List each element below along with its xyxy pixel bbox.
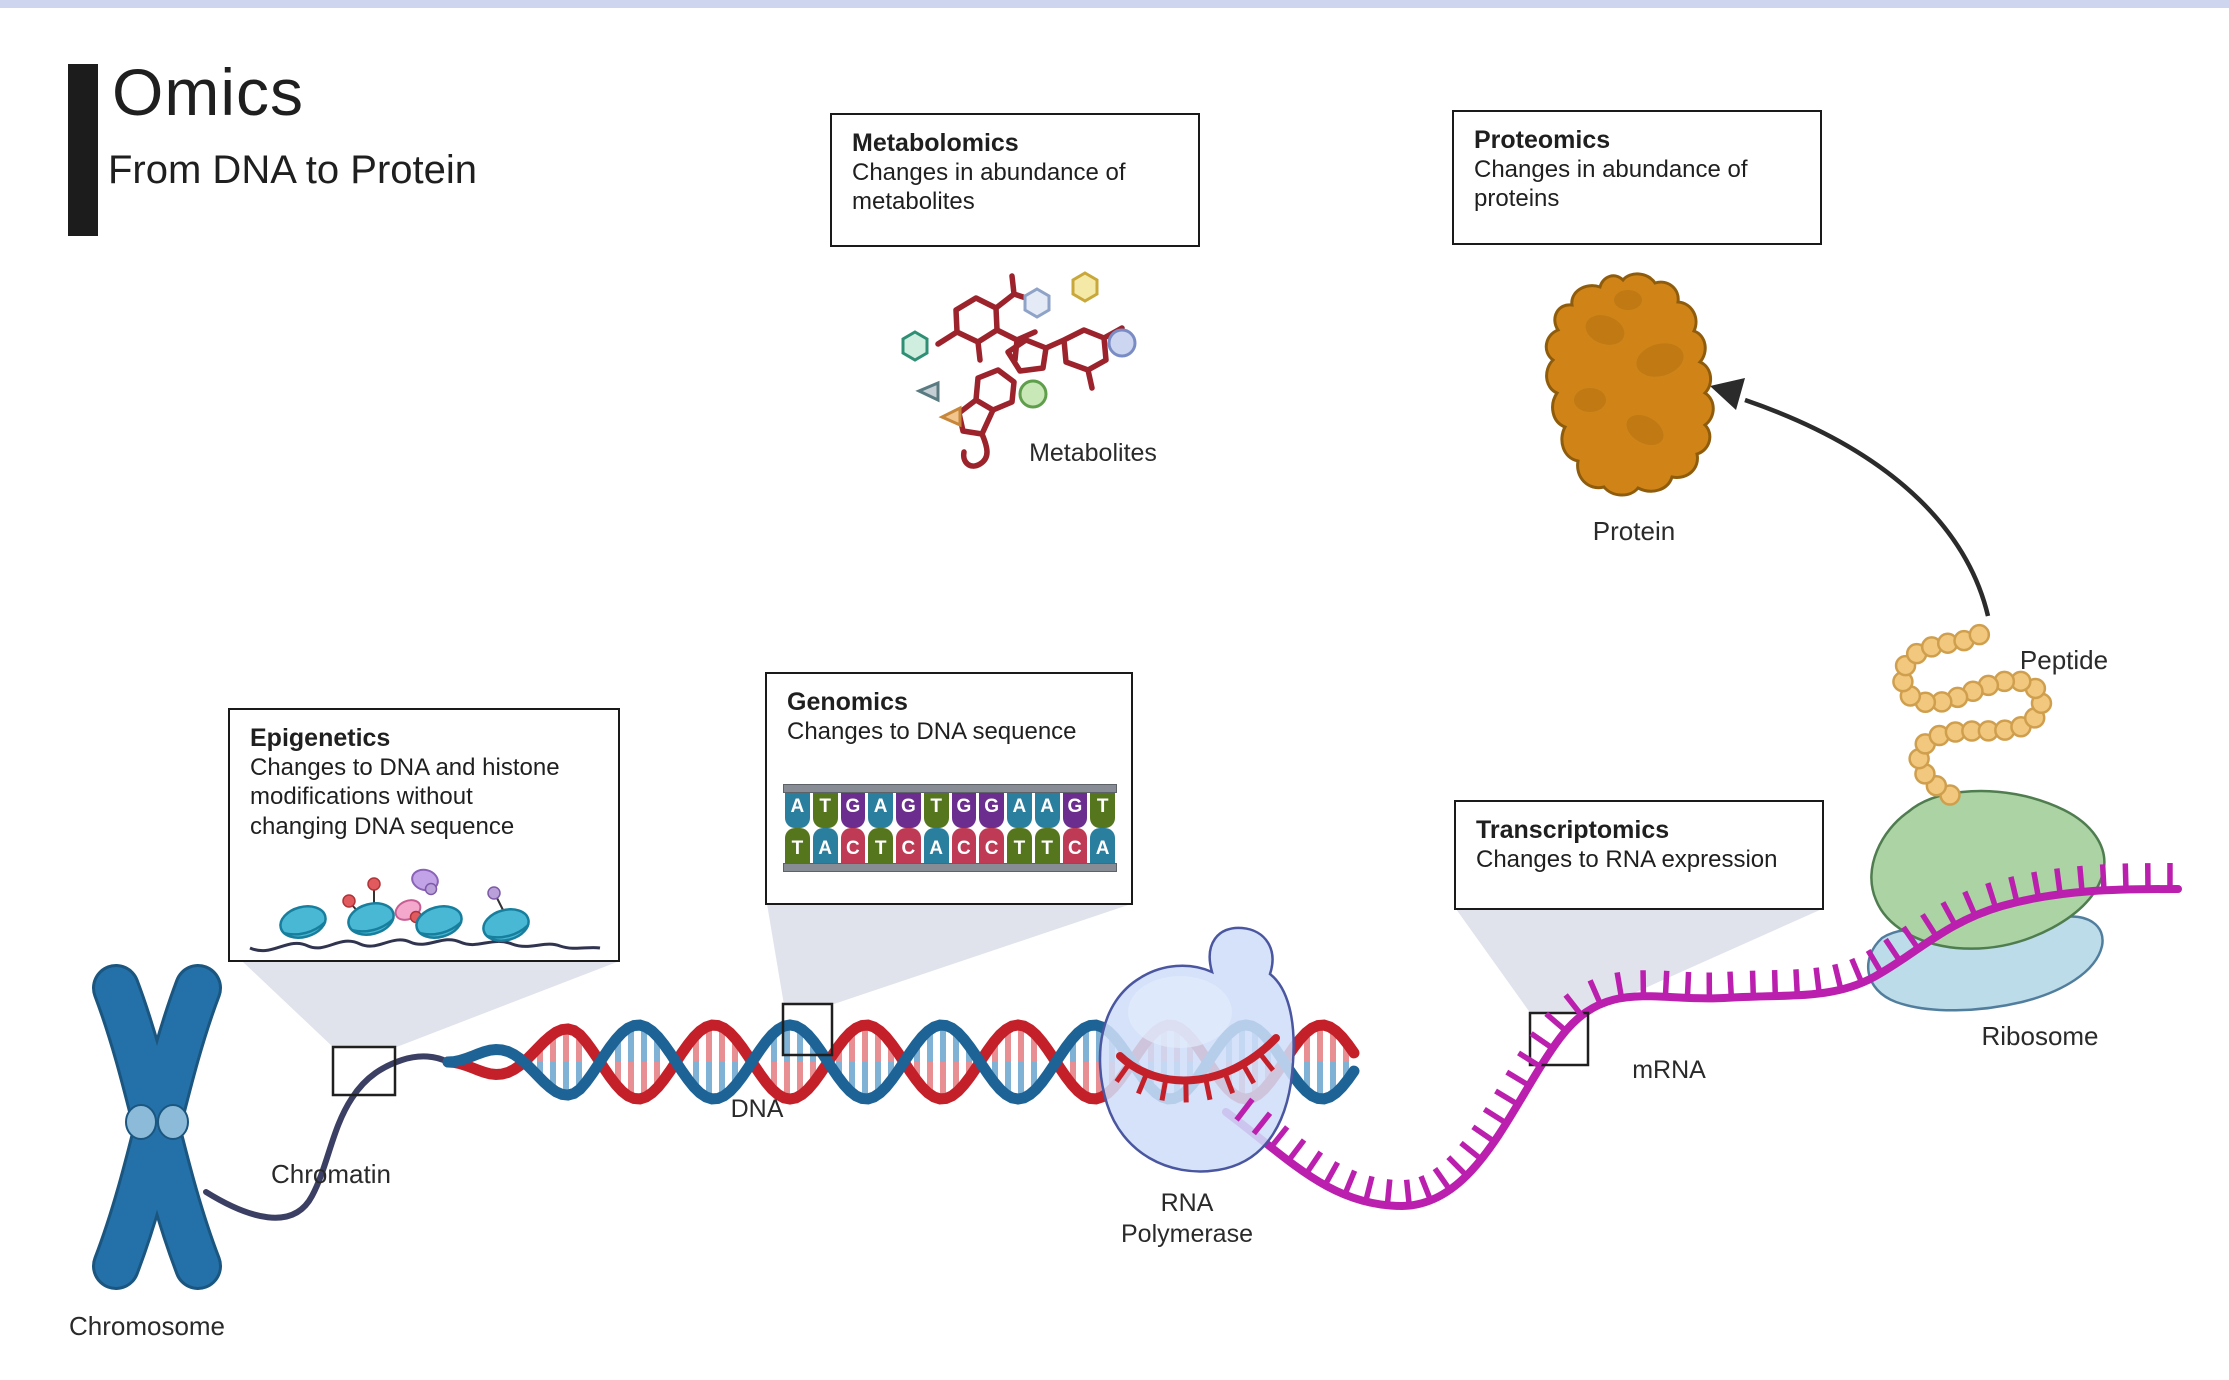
mrna-strand [1222, 885, 2182, 1211]
ribosome-large-subunit [1870, 789, 2106, 950]
proteomics-box: Proteomics Changes in abundance of prote… [1452, 110, 1822, 245]
base-G: G [1062, 793, 1088, 828]
peptide-chain-icon [1892, 623, 2053, 806]
base-C: C [896, 828, 921, 863]
metabolite-shapes [901, 271, 1137, 428]
metabolites-label: Metabolites [1029, 439, 1157, 467]
rna-polymerase-label: RNA Polymerase [1121, 1189, 1253, 1249]
epigenetics-zoom-square [331, 1045, 397, 1097]
chromosome-icon [92, 964, 222, 1290]
hexagon-icon [1023, 287, 1051, 319]
genomics-funnel [767, 904, 1131, 1005]
methyl-mark-icon [342, 894, 356, 908]
folding-arrow-icon [1710, 378, 1991, 617]
triangle-icon [915, 380, 940, 403]
base-G: G [896, 793, 921, 828]
genomics-box-body: Changes to DNA sequence [787, 718, 1077, 745]
epigenetics-funnel [243, 962, 617, 1048]
ribosome-icon [1866, 789, 2106, 1012]
base-G: G [951, 793, 977, 828]
centromere-icon [157, 1104, 189, 1140]
page-subtitle: From DNA to Protein [108, 148, 478, 192]
peptide-label: Peptide [2019, 645, 2109, 675]
page-title: Omics [112, 55, 304, 129]
proteomics-box-title: Proteomics [1474, 126, 1611, 154]
template-strand [1116, 1034, 1280, 1085]
title-accent-bar [68, 64, 98, 236]
circle-icon [1107, 328, 1137, 358]
chromosome-label: Chromosome [68, 1311, 226, 1341]
base-G: G [840, 793, 866, 828]
base-T: T [868, 828, 893, 863]
proteomics-box-body: Changes in abundance of proteins [1474, 156, 1748, 213]
chromatin-label: Chromatin [271, 1159, 391, 1189]
metabolite-molecule [953, 295, 1000, 345]
circle-icon [1018, 379, 1048, 409]
base-A: A [868, 793, 893, 828]
epigenetics-box: Epigenetics Changes to DNA and histone m… [228, 708, 620, 962]
base-C: C [840, 828, 866, 863]
metabolite-molecule [1005, 337, 1049, 374]
nucleosomes-icon [249, 868, 601, 953]
zoom-target-squares [331, 1002, 1590, 1097]
dna-backbone-bar [783, 863, 1117, 872]
triangle-icon [938, 405, 962, 428]
transcriptomics-box: Transcriptomics Changes to RNA expressio… [1454, 800, 1824, 910]
base-T: T [1007, 828, 1032, 863]
base-G: G [979, 793, 1004, 828]
base-C: C [951, 828, 977, 863]
genomics-zoom-square [781, 1002, 834, 1057]
genomics-box-title: Genomics [787, 688, 908, 716]
base-A: A [1007, 793, 1032, 828]
base-T: T [923, 793, 949, 828]
base-A: A [1090, 828, 1115, 863]
transcriptomics-box-title: Transcriptomics [1476, 816, 1670, 844]
protein-icon [1544, 272, 1715, 497]
base-T: T [1034, 828, 1060, 863]
transcriptomics-funnel [1456, 909, 1822, 1014]
centromere-icon [125, 1104, 157, 1140]
base-T: T [1090, 793, 1115, 828]
hexagon-icon [1071, 271, 1099, 303]
top-accent-bar [0, 0, 2229, 8]
base-C: C [1062, 828, 1088, 863]
base-T: T [785, 828, 810, 863]
rna-polymerase-icon [1098, 926, 1295, 1173]
zoom-funnels [243, 904, 1822, 1048]
hexagon-icon [901, 330, 929, 362]
epigenetics-box-title: Epigenetics [250, 724, 391, 752]
base-T: T [812, 793, 838, 828]
dna-backbone-bar [783, 784, 1117, 793]
epigenetics-box-body: Changes to DNA and histone modifications… [250, 754, 560, 840]
metabolomics-box-body: Changes in abundance of metabolites [852, 159, 1126, 216]
protein-label: Protein [1592, 516, 1676, 546]
metabolite-molecule [973, 367, 1017, 413]
dna-label: DNA [730, 1095, 784, 1123]
ribosome-label: Ribosome [1981, 1021, 2099, 1051]
base-A: A [1034, 793, 1060, 828]
base-A: A [785, 793, 810, 828]
mrna-label: mRNA [1632, 1056, 1706, 1084]
transcriptomics-zoom-square [1528, 1011, 1590, 1067]
base-C: C [979, 828, 1004, 863]
acetyl-mark-icon [424, 882, 438, 896]
acetyl-mark-icon [487, 886, 501, 900]
chromatin-fiber [203, 1053, 451, 1221]
methyl-mark-icon [367, 877, 381, 891]
metabolomics-box: Metabolomics Changes in abundance of met… [830, 113, 1200, 247]
metabolomics-box-title: Metabolomics [852, 129, 1019, 157]
transcriptomics-box-body: Changes to RNA expression [1476, 846, 1778, 873]
metabolites-icon [935, 273, 1125, 469]
base-A: A [923, 828, 949, 863]
base-A: A [812, 828, 838, 863]
